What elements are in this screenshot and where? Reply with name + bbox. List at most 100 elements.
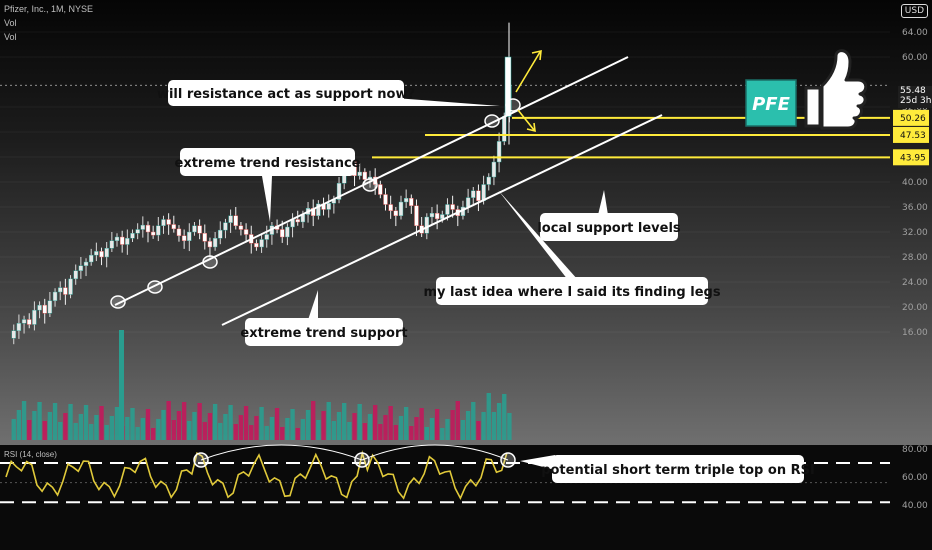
candle-body — [378, 184, 383, 195]
callout-last-idea — [436, 277, 708, 305]
candle-body — [362, 171, 368, 180]
candle-body — [68, 278, 73, 295]
volume-bar — [434, 409, 440, 440]
candle-body — [465, 197, 471, 208]
level-tag-label: 50.26 — [900, 114, 926, 124]
volume-bar — [104, 425, 109, 440]
candle-body — [63, 287, 68, 295]
candle-body — [212, 238, 218, 248]
candle-body — [171, 224, 176, 230]
candle-body — [130, 233, 135, 239]
callout-trend-support — [245, 318, 403, 346]
volume-bar — [16, 410, 22, 440]
callout-pointer — [308, 290, 318, 320]
price-tick-label: 64.00 — [902, 28, 928, 38]
down-arrow-icon — [517, 109, 536, 133]
rsi-title: RSI (14, close) — [4, 450, 57, 459]
candle-body — [280, 229, 285, 238]
candle-body — [481, 184, 486, 201]
annotation-markup: will resistance act as support now?extre… — [110, 49, 868, 483]
volume-bar — [166, 401, 171, 440]
candle-body — [78, 265, 84, 271]
vol-label-2: Vol — [4, 32, 17, 42]
candle-body — [295, 219, 300, 223]
rsi-top-arc — [361, 444, 509, 461]
volume-bar — [502, 394, 507, 440]
candle-body — [233, 215, 238, 226]
volume-bar — [486, 393, 491, 440]
volume-bar — [32, 411, 37, 440]
volume-bar — [78, 414, 84, 440]
candle-body — [58, 287, 63, 293]
candle-body — [32, 309, 37, 325]
volume-bar — [352, 413, 357, 440]
candle-body — [424, 216, 429, 234]
thumbs-up-cuff — [804, 86, 822, 128]
candle-body — [223, 222, 228, 231]
callout-local-support-text: local support levels — [537, 221, 681, 236]
volume-bar — [243, 406, 249, 440]
volume-bar — [450, 410, 455, 440]
candle-body — [243, 229, 249, 235]
volume-bar — [471, 402, 476, 440]
level-tag — [893, 109, 929, 126]
volume-bar — [336, 412, 342, 440]
volume-bar — [357, 404, 362, 440]
price-tick-label: 16.00 — [902, 328, 928, 338]
volume-bar — [285, 418, 290, 440]
candle-body — [125, 238, 130, 245]
currency-button[interactable]: USD — [900, 4, 928, 18]
volume-bar — [135, 427, 140, 440]
volume-bar — [424, 427, 429, 440]
volume-bar — [481, 412, 486, 440]
volume-bar — [37, 402, 42, 440]
volume-bar — [187, 421, 192, 440]
volume-bar — [99, 406, 104, 440]
volume-bar — [259, 407, 264, 440]
candle-body — [476, 190, 481, 201]
candle-body — [471, 190, 476, 198]
bar-countdown: 25d 3h — [900, 96, 932, 106]
volume-bar — [311, 401, 316, 440]
rsi-tick-label: 80.00 — [902, 445, 928, 455]
rsi-tick-label: 40.00 — [902, 501, 928, 511]
candle-body — [414, 205, 419, 226]
volume-bar — [238, 415, 244, 440]
volume-bar — [280, 427, 285, 440]
candle-body — [491, 161, 497, 178]
price-tick-label: 36.00 — [902, 203, 928, 213]
volume-bar — [388, 406, 393, 440]
price-axis: 16.0020.0024.0028.0032.0036.0040.0044.00… — [893, 28, 929, 338]
candle-body — [11, 330, 16, 339]
callout-pointer — [395, 98, 500, 106]
candle-body — [145, 224, 151, 233]
volume-bar — [383, 415, 388, 440]
price-tick-label: 60.00 — [902, 53, 928, 63]
volume-bar — [119, 330, 124, 440]
volume-bar — [378, 424, 383, 440]
price-tick-label: 20.00 — [902, 303, 928, 313]
volume-bar — [249, 425, 254, 440]
candle-body — [388, 204, 393, 211]
candle-body — [166, 219, 171, 225]
volume-bar — [326, 402, 331, 440]
volume-bar — [63, 413, 68, 440]
volume-bar — [145, 409, 151, 440]
volume-bar — [212, 404, 218, 440]
volume-bar — [414, 417, 419, 440]
rsi-top-arc — [200, 444, 363, 461]
volume-bar — [202, 422, 207, 440]
candle-body — [202, 233, 207, 242]
candle-body — [326, 203, 331, 210]
volume-bar — [192, 412, 197, 440]
candle-body — [156, 225, 161, 236]
symbol-title: Pfizer, Inc., 1M, NYSE — [4, 4, 94, 14]
volume-bar — [89, 424, 94, 440]
volume-bar — [269, 417, 275, 440]
volume-bar — [264, 426, 269, 440]
volume-bar — [342, 403, 347, 440]
candle-body — [434, 213, 440, 220]
volume-bar — [223, 414, 228, 440]
thumbs-up-hand — [820, 49, 868, 130]
